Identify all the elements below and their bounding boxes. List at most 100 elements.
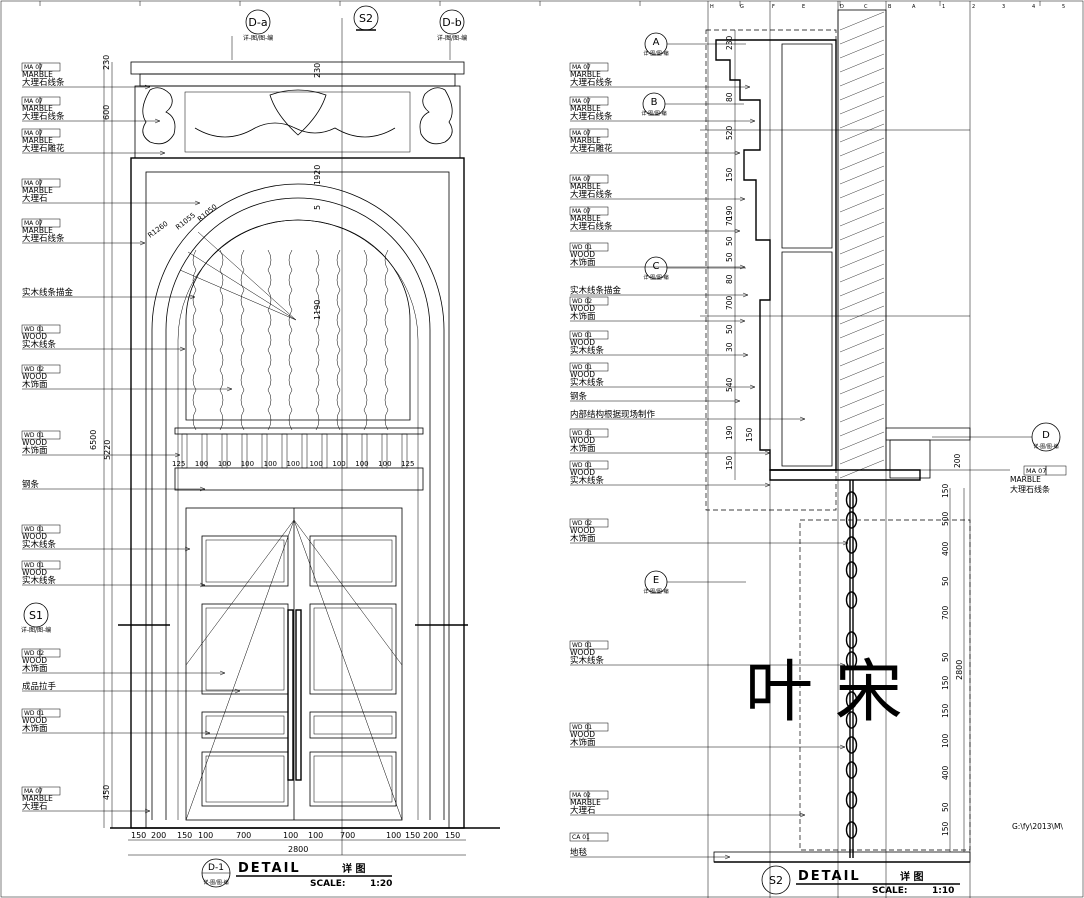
detail-d-block <box>889 439 931 479</box>
label-arrow <box>742 292 749 298</box>
dim-text: 150 <box>131 831 146 840</box>
door-handle-right <box>295 609 302 781</box>
label-code: MA 07 <box>572 130 591 137</box>
label-arrow <box>764 482 771 488</box>
label-arrow <box>199 486 206 492</box>
title-s2-en: DETAIL <box>798 869 861 884</box>
hatch-line <box>839 207 885 227</box>
dim-text: R1050 <box>196 203 219 224</box>
dim-text: 450 <box>102 785 111 800</box>
hatch-line <box>839 193 885 213</box>
section-title-block: S2 DETAIL 详 图 SCALE: 1:10 <box>761 865 960 896</box>
label-code-box <box>39 430 61 440</box>
hatch-line <box>839 417 885 437</box>
hatch-line <box>839 361 885 381</box>
section-s1-sheet: 详-图/图-编 <box>21 626 51 634</box>
swing-line-4 <box>293 519 403 666</box>
dim-text: 190 <box>725 425 734 440</box>
label-material: WOOD <box>570 370 595 379</box>
label-code-box <box>587 242 609 252</box>
label-code-box <box>587 62 609 72</box>
dim-text: 150 <box>405 831 420 840</box>
label-arrow <box>199 582 206 588</box>
frame-profile <box>715 39 837 471</box>
baluster <box>301 433 308 469</box>
frame-ticks <box>39 1 1041 6</box>
label-material: WOOD <box>22 438 47 447</box>
rail-bottom <box>174 467 424 491</box>
label-material: WOOD <box>570 648 595 657</box>
dim-text: 150 <box>745 427 754 442</box>
moulding-profile <box>845 761 858 779</box>
rail-top <box>174 427 424 435</box>
title-d1-id: D-1 <box>208 863 224 873</box>
hatch-line <box>839 179 885 199</box>
label-arrow <box>842 540 849 546</box>
dim-text: 100 <box>218 460 231 468</box>
door-handle-left <box>287 609 294 781</box>
grain-line <box>384 249 389 431</box>
moulding-profile <box>845 511 858 529</box>
label-text: 木饰面 <box>22 663 48 674</box>
elevation-drawing <box>103 18 500 856</box>
hatch-line <box>839 165 885 185</box>
dim-text: 200 <box>953 453 962 468</box>
label-code-box <box>587 428 609 438</box>
elevation-title-block: D-1 详-图/图-编 DETAIL 详 图 SCALE: 1:20 <box>201 858 392 889</box>
moulding-profile <box>845 691 858 709</box>
label-code-box <box>39 218 61 228</box>
dim-text: 100 <box>264 460 277 468</box>
hatch-line <box>839 431 885 451</box>
dim-text: 100 <box>309 460 322 468</box>
carpet-floor <box>713 851 971 863</box>
carved-frieze <box>134 85 461 159</box>
dim-text: 70 <box>725 216 734 226</box>
hatch-line <box>839 375 885 395</box>
label-code: WD 01 <box>572 364 592 371</box>
dim-text: 100 <box>941 733 950 748</box>
label-code: MA 07 <box>24 98 43 105</box>
label-code-box <box>39 324 61 334</box>
title-s2-bubble <box>761 865 791 895</box>
dim-text: 100 <box>332 460 345 468</box>
grain-line <box>363 249 368 431</box>
dim-text: 500 <box>941 511 950 526</box>
label-code-box <box>587 460 609 470</box>
label-code: MA 07 <box>24 180 43 187</box>
dim-text: 50 <box>725 252 734 262</box>
hatch-line <box>839 305 885 325</box>
label-text: 钢条 <box>570 391 588 402</box>
dim-text: 100 <box>386 831 401 840</box>
dim-text: 700 <box>941 605 950 620</box>
label-text: 大理石 <box>22 193 48 204</box>
label-code: CA 01 <box>572 834 590 841</box>
hatch-line <box>839 389 885 409</box>
dim-text: 100 <box>195 460 208 468</box>
grid-label: G <box>740 4 744 10</box>
label-material: MARBLE <box>570 182 601 191</box>
label-code: WD 01 <box>24 526 44 533</box>
label-arrow <box>189 294 196 300</box>
label-material: MARBLE <box>22 226 53 235</box>
label-text: 实木线条 <box>570 377 605 388</box>
label-material: WOOD <box>570 468 595 477</box>
grain-line <box>267 249 272 431</box>
section-drawing <box>700 1 1061 898</box>
label-arrow <box>234 688 241 694</box>
grid-label: D <box>840 4 844 10</box>
label-text: 木饰面 <box>570 311 596 322</box>
callout-sheet: 详-图/图-编 <box>641 110 666 117</box>
grid-label: B <box>888 4 892 10</box>
hatch-line <box>839 81 885 101</box>
dim-text: 100 <box>241 460 254 468</box>
label-arrow <box>739 196 746 202</box>
label-material: WOOD <box>570 338 595 347</box>
callout-db-id: D-b <box>442 16 461 29</box>
door-panel-inner <box>205 715 285 735</box>
left-scroll-carving <box>142 87 176 145</box>
title-d1-scale-label: SCALE: <box>310 879 346 889</box>
label-arrow <box>799 416 806 422</box>
door-panel-inner <box>313 715 393 735</box>
dim-text: 700 <box>236 831 251 840</box>
